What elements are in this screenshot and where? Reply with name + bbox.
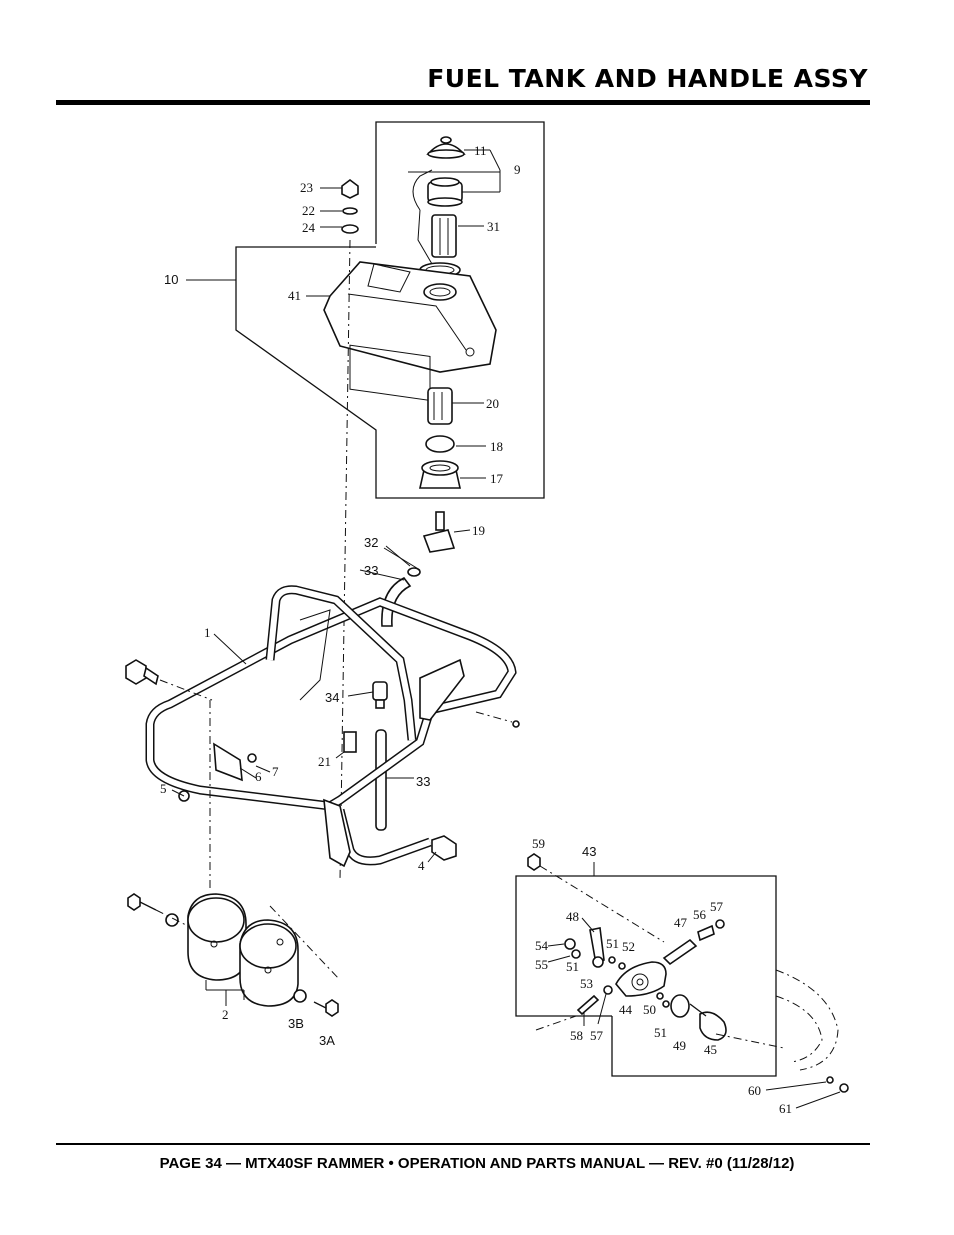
callout-44: 44 <box>619 1002 633 1017</box>
callout-31: 31 <box>487 219 500 234</box>
callout-7: 7 <box>272 764 279 779</box>
callout-5: 5 <box>160 781 167 796</box>
footer-rule <box>56 1143 870 1145</box>
callout-51-b: 51 <box>566 959 579 974</box>
callout-45: 45 <box>704 1042 717 1057</box>
callout-22: 22 <box>302 203 315 218</box>
callout-labels: 11 9 31 23 22 24 10 41 20 18 17 19 32 33… <box>160 143 792 1116</box>
callout-52: 52 <box>622 939 635 954</box>
callout-6: 6 <box>255 769 262 784</box>
callout-54: 54 <box>535 938 549 953</box>
callout-60: 60 <box>748 1083 761 1098</box>
callout-56: 56 <box>693 907 707 922</box>
callout-33-lower: 33 <box>416 774 430 789</box>
throttle-assy-group <box>515 853 849 1109</box>
shock-mount-group <box>127 893 341 1017</box>
header-rule <box>56 100 870 105</box>
handle-frame-group <box>125 585 520 892</box>
callout-49: 49 <box>673 1038 686 1053</box>
callout-51-c: 51 <box>654 1025 667 1040</box>
callout-24: 24 <box>302 220 316 235</box>
callout-41: 41 <box>288 288 301 303</box>
callout-55: 55 <box>535 957 548 972</box>
callout-50: 50 <box>643 1002 656 1017</box>
callout-23: 23 <box>300 180 313 195</box>
callout-4: 4 <box>418 858 425 873</box>
callout-11: 11 <box>474 143 487 158</box>
callout-19: 19 <box>472 523 485 538</box>
callout-51-a: 51 <box>606 936 619 951</box>
page-footer: PAGE 34 — MTX40SF RAMMER • OPERATION AND… <box>159 1155 795 1172</box>
callout-20: 20 <box>486 396 499 411</box>
callout-53: 53 <box>580 976 593 991</box>
fuel-line-group <box>335 239 471 881</box>
callout-43: 43 <box>582 844 596 859</box>
callout-32: 32 <box>364 535 378 550</box>
callout-3a: 3A <box>319 1033 335 1048</box>
callout-33-upper: 33 <box>364 563 378 578</box>
callout-21: 21 <box>318 754 331 769</box>
callout-18: 18 <box>490 439 503 454</box>
callout-3b: 3B <box>288 1016 304 1031</box>
callout-61: 61 <box>779 1101 792 1116</box>
callout-10: 10 <box>164 272 178 287</box>
fuel-tank-group <box>186 121 545 499</box>
callout-47: 47 <box>674 915 688 930</box>
callout-58: 58 <box>570 1028 583 1043</box>
callout-34: 34 <box>325 690 339 705</box>
callout-48: 48 <box>566 909 579 924</box>
callout-59: 59 <box>532 836 545 851</box>
page-title: FUEL TANK AND HANDLE ASSY <box>427 64 868 93</box>
callout-17: 17 <box>490 471 504 486</box>
callout-9: 9 <box>514 162 521 177</box>
callout-2: 2 <box>222 1007 229 1022</box>
callout-57-lower: 57 <box>590 1028 604 1043</box>
callout-57-upper: 57 <box>710 899 724 914</box>
callout-1: 1 <box>204 625 211 640</box>
